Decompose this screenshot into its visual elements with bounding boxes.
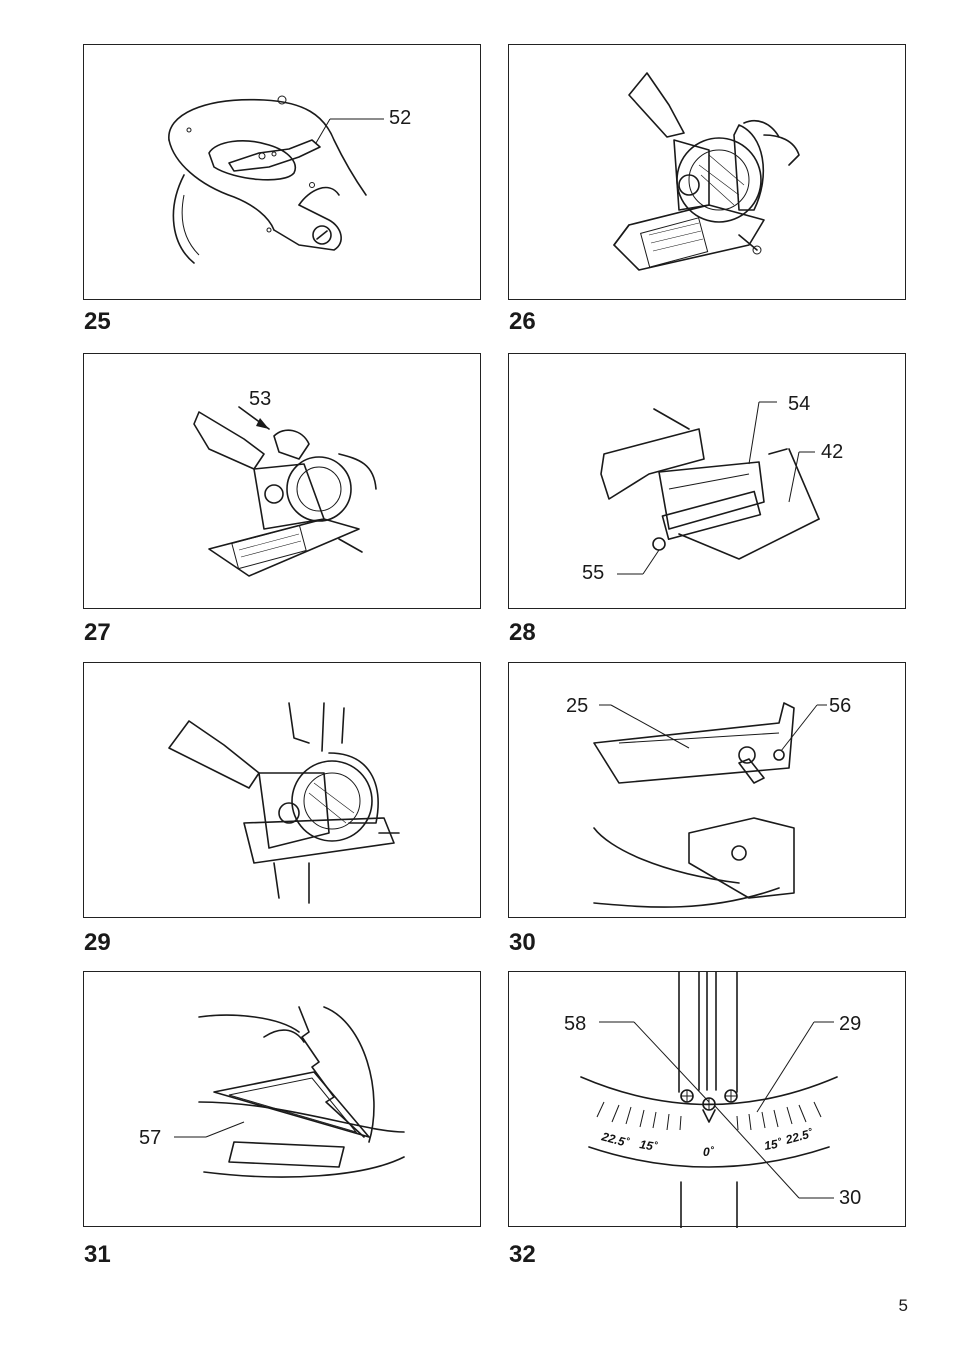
callout-25: 25 — [566, 695, 589, 717]
figure-31-illustration: 57 — [83, 971, 481, 1227]
callout-53: 53 — [249, 388, 272, 410]
figure-number-26: 26 — [509, 308, 536, 335]
callout-58: 58 — [564, 1013, 587, 1035]
scale-label-left-15: 15˚ — [638, 1137, 659, 1154]
scale-label-left-22-5: 22.5˚ — [599, 1129, 631, 1150]
scale-label-zero: 0˚ — [703, 1145, 715, 1159]
figure-number-31: 31 — [84, 1241, 111, 1268]
figure-32-illustration: 22.5˚ 15˚ 0˚ 15˚ 22.5˚ 58 29 30 — [508, 971, 906, 1228]
callout-57: 57 — [139, 1127, 162, 1149]
figure-28-illustration: 54 42 55 — [508, 353, 906, 609]
figure-number-28: 28 — [509, 619, 536, 646]
figure-29-illustration — [83, 662, 481, 918]
figure-27-illustration: 53 — [83, 353, 481, 609]
callout-29: 29 — [839, 1013, 862, 1035]
figure-30-illustration: 25 56 — [508, 662, 906, 918]
page-number: 5 — [898, 1296, 908, 1315]
callout-42: 42 — [821, 441, 844, 463]
scale-label-right-22-5: 22.5˚ — [783, 1126, 815, 1147]
figure-number-29: 29 — [84, 929, 111, 956]
figure-number-32: 32 — [509, 1241, 536, 1268]
figure-number-30: 30 — [509, 929, 536, 956]
callout-55: 55 — [582, 562, 605, 584]
figure-26-illustration — [508, 44, 906, 300]
scale-label-right-15: 15˚ — [763, 1136, 784, 1153]
figure-25-illustration: 52 — [83, 44, 481, 300]
callout-54: 54 — [788, 393, 811, 415]
figure-number-27: 27 — [84, 619, 111, 646]
figure-number-25: 25 — [84, 308, 111, 335]
callout-56: 56 — [829, 695, 852, 717]
callout-30: 30 — [839, 1187, 862, 1209]
callout-52: 52 — [389, 107, 412, 129]
